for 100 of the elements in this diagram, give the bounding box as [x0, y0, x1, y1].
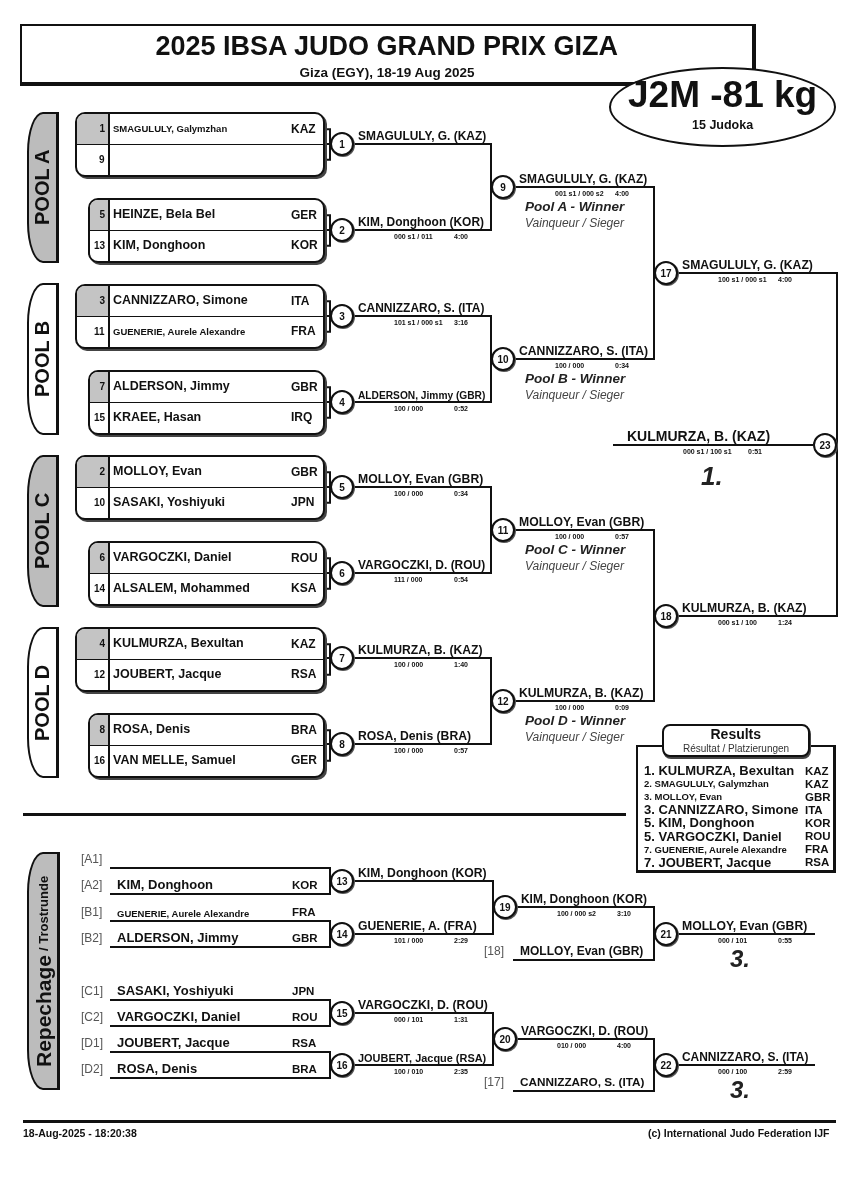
weight-class-title: J2M -81 kg [628, 75, 818, 116]
country-code: RSA [292, 1037, 317, 1050]
section-subtitle: / Trostrunde [36, 875, 50, 951]
country-code: BRA [292, 1063, 317, 1076]
match-circle: 21 [654, 922, 678, 946]
winner-name: KIM, Donghoon (KOR) [358, 216, 484, 230]
seed-number: 9 [99, 154, 105, 166]
result-entry: 1. KULMURZA, Bexultan [644, 764, 795, 779]
winner-name: MOLLOY, Evan (GBR) [519, 516, 645, 530]
country-code: RSA [805, 856, 830, 869]
competitor-name: MOLLOY, Evan [113, 465, 202, 479]
country-code: GBR [292, 932, 318, 945]
competitor-name: ROSA, Denis [117, 1062, 198, 1077]
bracket-line [677, 933, 816, 935]
result-entry: 2. SMAGULULY, Galymzhan [644, 779, 769, 790]
winner-name: KULMURZA, B. (KAZ) [627, 429, 771, 445]
winner-caption: Vainqueur / Sieger [525, 731, 624, 745]
competitor-pair-box [88, 713, 325, 778]
competitor-name: KIM, Donghoon [113, 238, 206, 253]
results-subheading: Résultat / Platzierungen [683, 743, 790, 754]
match-circle: 14 [330, 922, 354, 946]
slot-tag: [A1] [81, 853, 103, 867]
match-circle: 20 [493, 1027, 517, 1051]
results-tab [662, 724, 810, 757]
country-code: KOR [805, 816, 831, 830]
result-entry: 5. KIM, Donghoon [644, 816, 755, 831]
slot-tag: [18] [484, 945, 504, 959]
seed-number: 5 [90, 200, 108, 230]
bracket-line [324, 729, 331, 762]
match-circle: 15 [330, 1001, 354, 1025]
match-circle: 18 [654, 604, 678, 628]
bracket-line [353, 880, 494, 908]
winner-name: GUENERIE, A. (FRA) [358, 920, 477, 934]
seed-number: 3 [77, 286, 108, 316]
country-code: JPN [291, 496, 315, 510]
winner-name: KULMURZA, B. (KAZ) [519, 687, 644, 701]
country-code: JPN [292, 985, 315, 998]
winner-name: KULMURZA, B. (KAZ) [682, 602, 807, 616]
winner-caption: Vainqueur / Sieger [525, 560, 624, 574]
winner-name: SMAGULULY, G. (KAZ) [358, 130, 487, 144]
bracket-line [324, 471, 331, 504]
competitor-name: MOLLOY, Evan (GBR) [520, 945, 644, 959]
slot-tag: [C2] [81, 1011, 103, 1025]
bracket-line [324, 880, 331, 895]
pool-band: POOL B [27, 283, 59, 435]
pool-band: POOL A [27, 112, 59, 263]
bracket-line [324, 933, 331, 948]
match-circle: 8 [330, 732, 354, 756]
bracket-line [353, 906, 494, 935]
seed-number: 4 [77, 629, 108, 659]
result-entry: 3. MOLLOY, Evan [644, 792, 723, 803]
seed-number: 14 [94, 583, 106, 595]
match-circle: 7 [330, 646, 354, 670]
slot-tag: [D1] [81, 1037, 103, 1051]
bracket-line [324, 214, 331, 247]
slot-tag: [B2] [81, 932, 103, 946]
match-circle: 23 [813, 433, 837, 457]
results-heading: Results [710, 727, 762, 743]
placing-number: 3. [730, 946, 750, 973]
country-code: FRA [291, 325, 316, 339]
bracket-line [324, 1051, 331, 1066]
bracket-line [324, 557, 331, 590]
competitor-name: VARGOCZKI, Daniel [117, 1010, 241, 1025]
bracket-line [324, 1012, 331, 1027]
copyright-notice: (c) International Judo Federation IJF [648, 1128, 830, 1140]
country-code: KOR [292, 879, 318, 892]
seed-number: 2 [77, 457, 108, 487]
match-circle: 5 [330, 475, 354, 499]
bracket-line [353, 1038, 494, 1066]
bracket-line [647, 1064, 655, 1092]
match-circle: 12 [491, 689, 515, 713]
country-code: ROU [291, 551, 318, 565]
seed-number: 10 [94, 497, 106, 509]
match-circle: 22 [654, 1053, 678, 1077]
competitor-name: JOUBERT, Jacque [113, 667, 222, 682]
match-circle: 1 [330, 132, 354, 156]
competitor-pair-box [75, 627, 325, 692]
result-entry: 7. JOUBERT, Jacque [644, 855, 772, 870]
winner-name: VARGOCZKI, D. (ROU) [358, 559, 486, 573]
bracket-line [353, 529, 492, 574]
repechage-band [27, 852, 60, 1090]
country-code: KAZ [291, 122, 316, 136]
competitor-pair-box [88, 198, 325, 263]
bracket-line [353, 143, 492, 188]
competitor-name: KRAEE, Hasan [113, 410, 202, 425]
match-circle: 4 [330, 390, 354, 414]
match-circle: 6 [330, 561, 354, 585]
winner-name: CANNIZZARO, S. (ITA) [358, 302, 485, 316]
country-code: KOR [291, 239, 318, 253]
winner-name: KULMURZA, B. (KAZ) [358, 644, 483, 658]
country-code: ROU [292, 1011, 318, 1024]
country-code: FRA [805, 843, 829, 856]
competitor-pair-box [75, 112, 325, 177]
bracket-line [514, 615, 655, 702]
winner-name: MOLLOY, Evan (GBR) [682, 920, 808, 934]
winner-name: ALDERSON, Jimmy (GBR) [358, 390, 486, 402]
bracket-line [514, 186, 655, 274]
country-code: KAZ [805, 764, 829, 778]
bracket-line [324, 1064, 331, 1079]
match-circle: 19 [493, 895, 517, 919]
